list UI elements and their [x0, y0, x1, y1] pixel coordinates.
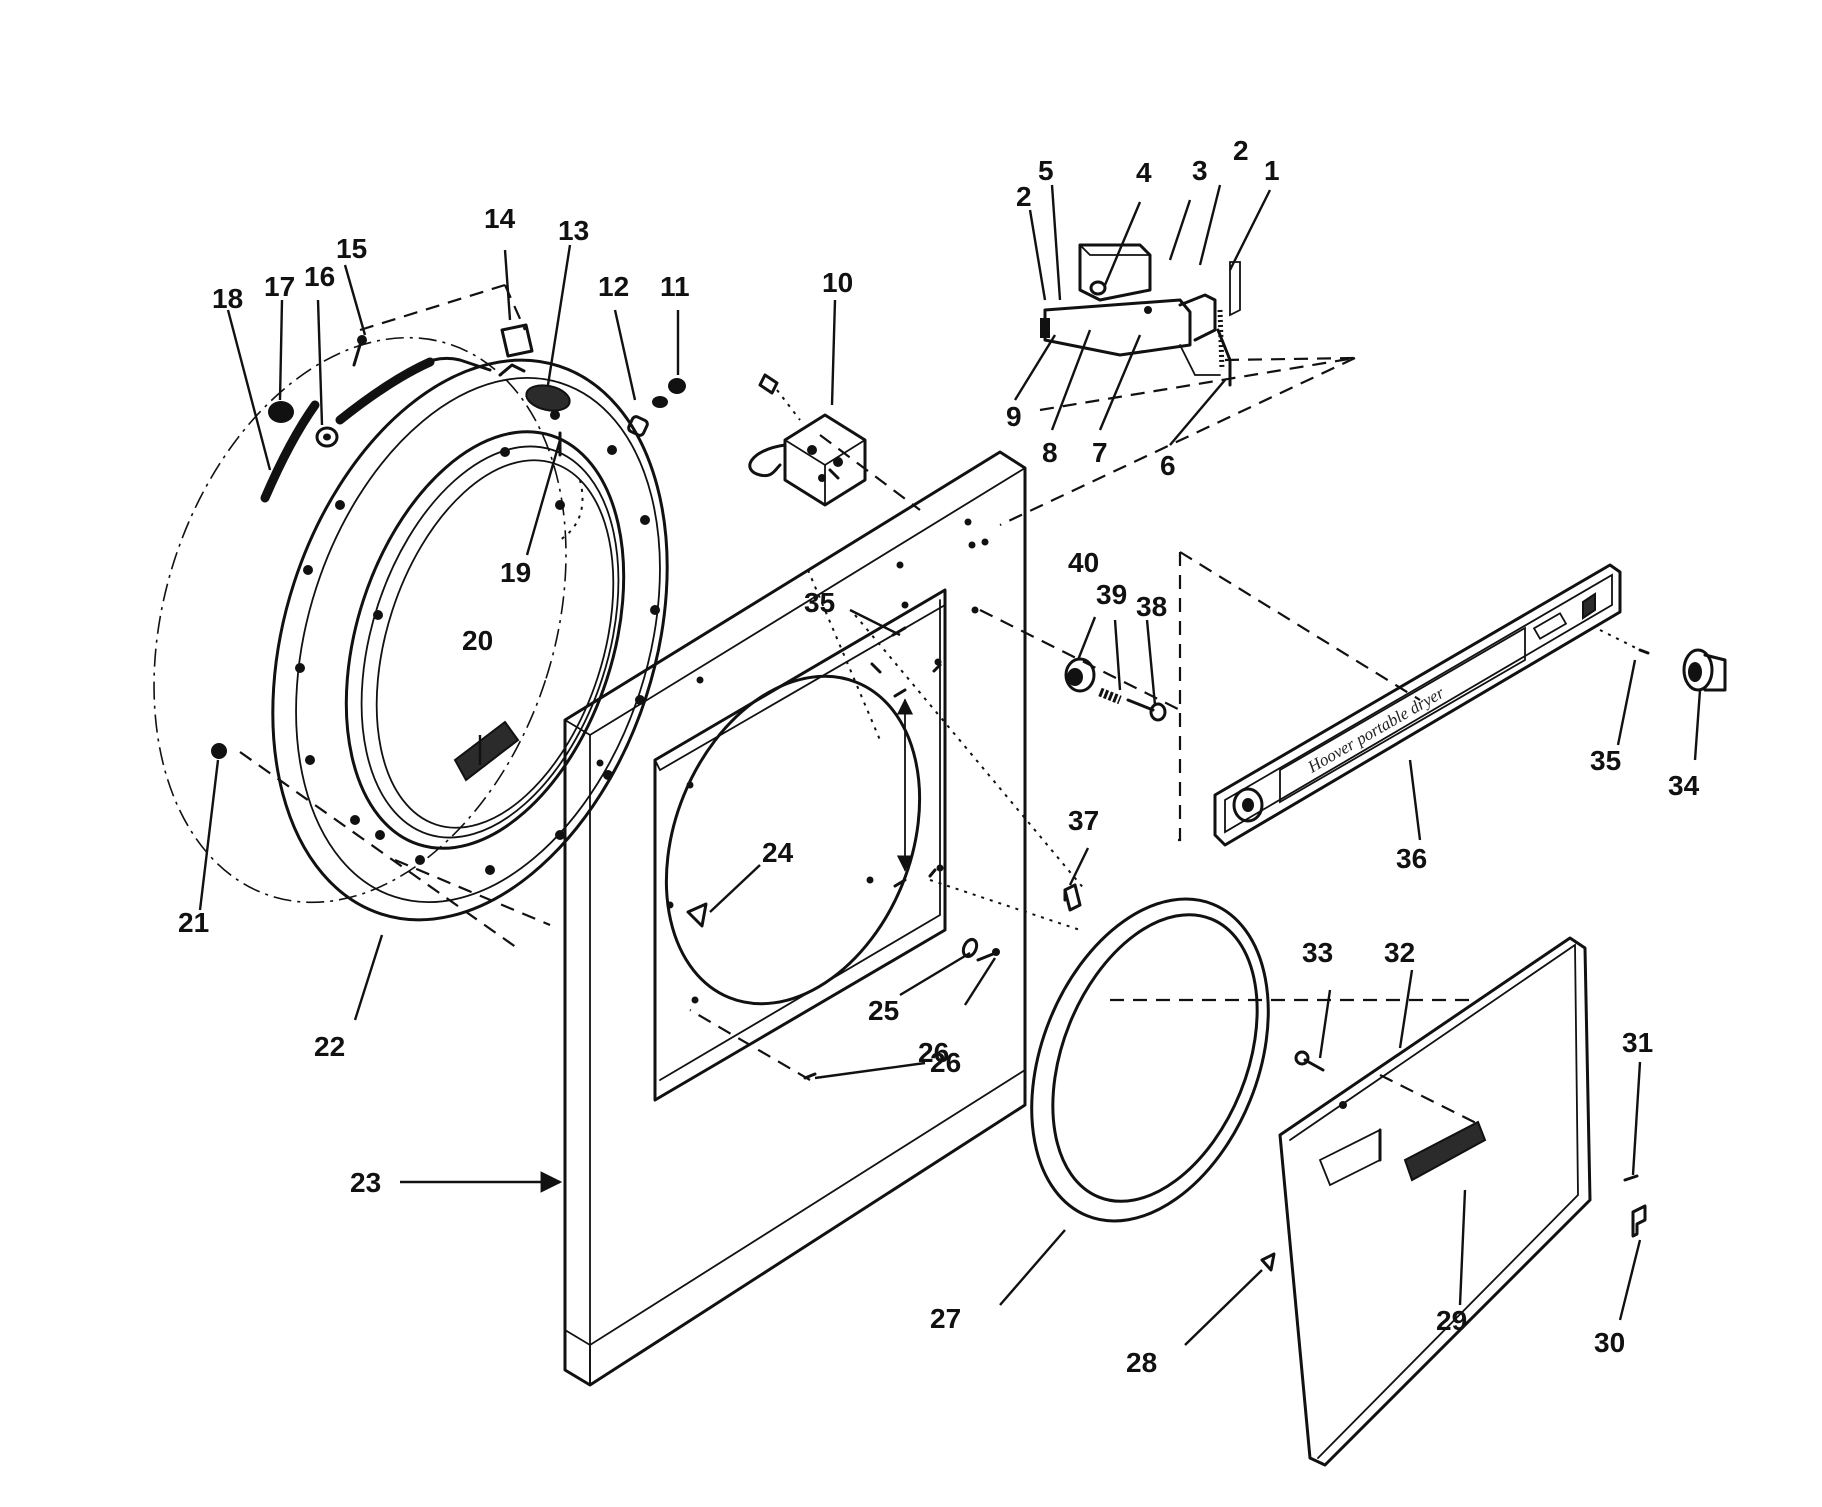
assembly-guide-lines [239, 283, 1641, 1126]
callout-label: 4 [1136, 157, 1152, 188]
drum-rim-holes [295, 410, 660, 875]
callout-label: 33 [1302, 937, 1333, 968]
callout-label: 24 [762, 837, 794, 868]
knob-shaft-parts [1064, 657, 1167, 722]
clip-part-37 [1063, 883, 1082, 912]
callout-label: 7 [1092, 437, 1108, 468]
callout-label: 13 [558, 215, 589, 246]
callout-label: 3 [1192, 155, 1208, 186]
callout-label: 40 [1068, 547, 1099, 578]
callout-label: 32 [1384, 937, 1415, 968]
callout-label: 28 [1126, 1347, 1157, 1378]
callout-label: 14 [484, 203, 516, 234]
callout-label: 6 [1160, 450, 1176, 481]
callout-label: 35 [1590, 745, 1621, 776]
callout-label: 26 [918, 1037, 949, 1068]
callout-label: 26 [930, 1047, 961, 1078]
callout-label: 1 [1264, 155, 1280, 186]
callout-label: 2 [1233, 135, 1249, 166]
callout-labels: 1 2 2 3 4 5 6 7 8 9 10 11 12 13 14 15 16… [178, 135, 1700, 1378]
callout-label: 12 [598, 271, 629, 302]
callout-label: 22 [314, 1031, 345, 1062]
callout-label: 30 [1594, 1327, 1625, 1358]
callout-label: 35 [804, 587, 835, 618]
callout-label: 9 [1006, 401, 1022, 432]
callout-label: 37 [1068, 805, 1099, 836]
callout-label: 8 [1042, 437, 1058, 468]
control-panel: Hoover portable dryer [1213, 563, 1650, 847]
callout-label: 2 [1016, 181, 1032, 212]
callout-label: 25 [868, 995, 899, 1026]
callout-label: 17 [264, 271, 295, 302]
fasteners-25-26 [803, 937, 1000, 1080]
callout-label: 20 [462, 625, 493, 656]
callout-label: 29 [1436, 1305, 1467, 1336]
door-gasket-ring [1030, 897, 1270, 1223]
callout-label: 23 [350, 1167, 381, 1198]
callout-label: 11 [660, 271, 690, 302]
callout-label: 34 [1668, 770, 1700, 801]
callout-label: 36 [1396, 843, 1427, 874]
knob-part-34 [1682, 648, 1727, 692]
leader-lines [198, 184, 1702, 1346]
callout-label: 39 [1096, 579, 1127, 610]
front-panel [563, 450, 1027, 1387]
door-panel [1260, 936, 1647, 1467]
motor-switch-assembly [1040, 243, 1356, 387]
callout-label: 19 [500, 557, 531, 588]
callout-label: 31 [1622, 1027, 1653, 1058]
callout-label: 27 [930, 1303, 961, 1334]
callout-label: 16 [304, 261, 335, 292]
callout-label: 10 [822, 267, 853, 298]
callout-label: 18 [212, 283, 243, 314]
callout-label: 15 [336, 233, 367, 264]
drum-front-ring [153, 336, 669, 922]
callout-label: 21 [178, 907, 209, 938]
callout-label: 38 [1136, 591, 1167, 622]
top-left-small-parts [211, 323, 686, 759]
callout-label: 5 [1038, 155, 1054, 186]
switch-part-10 [748, 373, 867, 507]
